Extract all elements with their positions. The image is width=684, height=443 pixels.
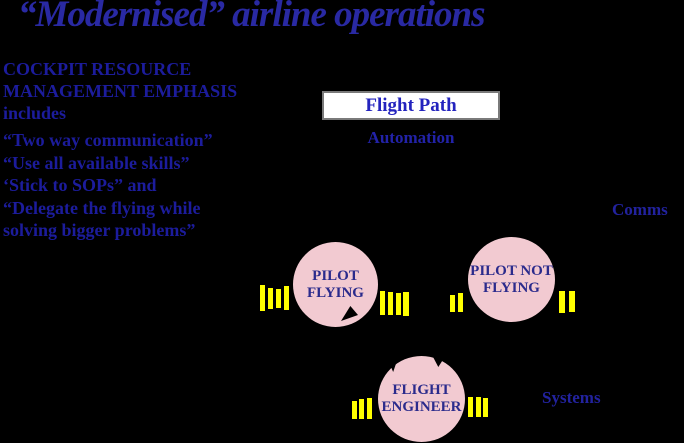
- pilot-flying-right-bars: [388, 292, 393, 315]
- crm-heading-line: MANAGEMENT EMPHASIS: [3, 81, 238, 101]
- pilot-not-flying-label-line: PILOT NOT: [470, 262, 553, 279]
- flight-engineer-right-bars: [483, 398, 488, 417]
- crm-quote-line: “Two way communication”: [3, 130, 213, 150]
- flight-engineer-label-line: FLIGHT: [392, 382, 451, 398]
- pilot-not-flying-right-bars: [559, 291, 565, 313]
- pilot-flying-left-bars: [268, 288, 273, 309]
- pilot-flying-right-bars: [380, 291, 385, 315]
- pilot-flying-label-line: FLYING: [307, 284, 364, 301]
- automation-label: Automation: [367, 128, 455, 147]
- crm-quote-line: ‘Stick to SOPs” and: [3, 175, 157, 195]
- pilot-not-flying-left-bars: [450, 295, 455, 312]
- flight-path-label: Flight Path: [365, 94, 457, 116]
- flight-engineer-right-bars: [468, 397, 473, 417]
- flight-engineer-left-bars: [367, 398, 372, 419]
- flight-engineer-circle: FLIGHT ENGINEER: [378, 356, 465, 442]
- pilot-flying-left-bars: [284, 286, 289, 310]
- flight-engineer-left-bars: [359, 399, 364, 419]
- pilot-flying-label-line: PILOT: [312, 267, 359, 284]
- crm-heading-line: COCKPIT RESOURCE: [3, 59, 192, 79]
- crm-quote-line: “Delegate the flying while: [3, 197, 201, 218]
- slide-title: “Modernised” airline operations: [18, 0, 485, 35]
- crm-quote-line: “Use all available skills”: [3, 152, 190, 173]
- pilot-flying-right-bars: [396, 293, 401, 315]
- pilot-flying-left-bars: [260, 285, 265, 311]
- pilot-not-flying-circle: PILOT NOT FLYING: [468, 237, 555, 322]
- flight-path-box: Flight Path: [322, 91, 500, 120]
- crm-quote-line: solving bigger problems”: [3, 220, 196, 240]
- flight-engineer-label-line: ENGINEER: [381, 399, 462, 415]
- pilot-not-flying-left-bars: [458, 293, 463, 312]
- comms-label: Comms: [612, 200, 668, 219]
- pilot-flying-left-bars: [276, 289, 281, 308]
- crm-quotes: “Two way communication” “Use all availab…: [3, 129, 237, 242]
- systems-label: Systems: [542, 388, 601, 407]
- crm-emphasis-block: COCKPIT RESOURCE MANAGEMENT EMPHASIS inc…: [3, 58, 237, 242]
- pilot-not-flying-label-line: FLYING: [483, 279, 540, 296]
- crm-heading-line: includes: [3, 103, 67, 123]
- pilot-flying-right-bars: [403, 292, 409, 316]
- pilot-flying-circle: PILOT FLYING: [293, 242, 378, 327]
- flight-engineer-left-bars: [352, 401, 357, 419]
- pilot-not-flying-right-bars: [569, 291, 575, 312]
- flight-engineer-right-bars: [476, 397, 481, 417]
